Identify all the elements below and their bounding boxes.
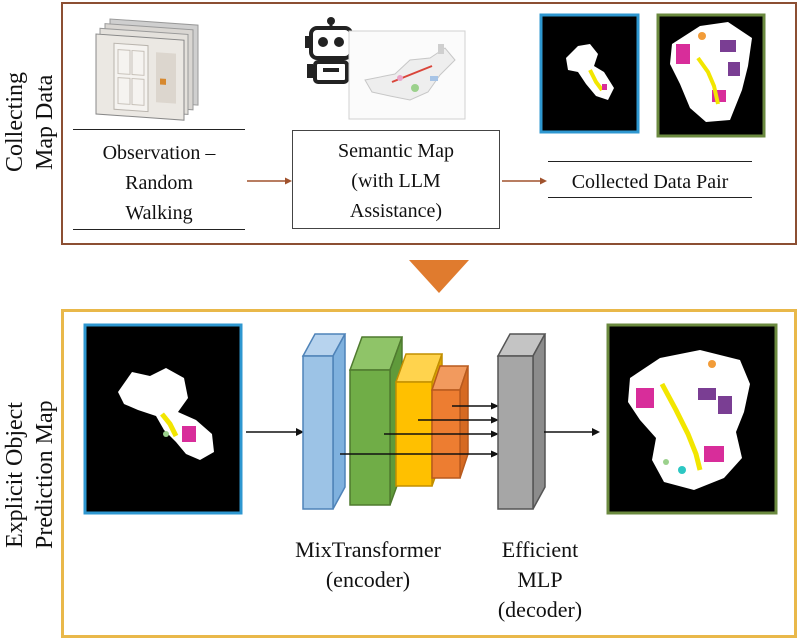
- collecting-map-data-panel: [61, 2, 797, 245]
- decoder-line1: Efficient: [501, 537, 579, 562]
- prediction-label-line2: Prediction Map: [32, 400, 58, 550]
- decoder-block: [496, 333, 547, 510]
- observation-line1: Observation –: [102, 142, 216, 164]
- semantic-line2: (with LLM: [351, 170, 441, 192]
- observation-line3: Walking: [125, 202, 193, 224]
- prediction-map-panel: [61, 309, 797, 638]
- observation-label: Observation – Random Walking: [73, 138, 245, 228]
- decoder-line3: (decoder): [497, 597, 583, 622]
- semantic-map-thumbnail: [348, 30, 466, 120]
- semantic-line3: Assistance): [349, 200, 443, 222]
- semantic-map-box: [292, 130, 500, 229]
- encoder-line1: MixTransformer: [295, 537, 441, 562]
- photo-stack-icon: [95, 18, 199, 121]
- encoder-stage-1: [301, 333, 347, 510]
- collected-rule-top: [548, 161, 752, 162]
- flow-down-arrow: [409, 260, 469, 293]
- encoder-line2: (encoder): [325, 567, 411, 592]
- observation-rule-top: [73, 129, 245, 130]
- collected-data-pair-label: Collected Data Pair: [571, 171, 729, 193]
- robot-icon: [305, 17, 357, 84]
- semantic-map-label: Semantic Map (with LLM Assistance): [292, 136, 500, 226]
- semantic-line1: Semantic Map: [337, 140, 455, 162]
- collected-output-map: [656, 13, 766, 138]
- prediction-input-map: [83, 323, 243, 515]
- feature-arrows: [340, 402, 499, 458]
- prediction-map-label: Explicit Object Prediction Map: [0, 342, 60, 608]
- prediction-label-line1: Explicit Object: [2, 402, 28, 548]
- decoder-label: Efficient MLP (decoder): [470, 535, 610, 625]
- encoder-label: MixTransformer (encoder): [268, 535, 468, 595]
- collected-rule-bottom: [548, 197, 752, 198]
- observation-line2: Random: [125, 172, 193, 194]
- collected-input-map: [539, 13, 640, 134]
- observation-rule-bottom: [73, 229, 245, 230]
- prediction-output-map: [606, 323, 778, 515]
- decoder-line2: MLP: [517, 567, 563, 592]
